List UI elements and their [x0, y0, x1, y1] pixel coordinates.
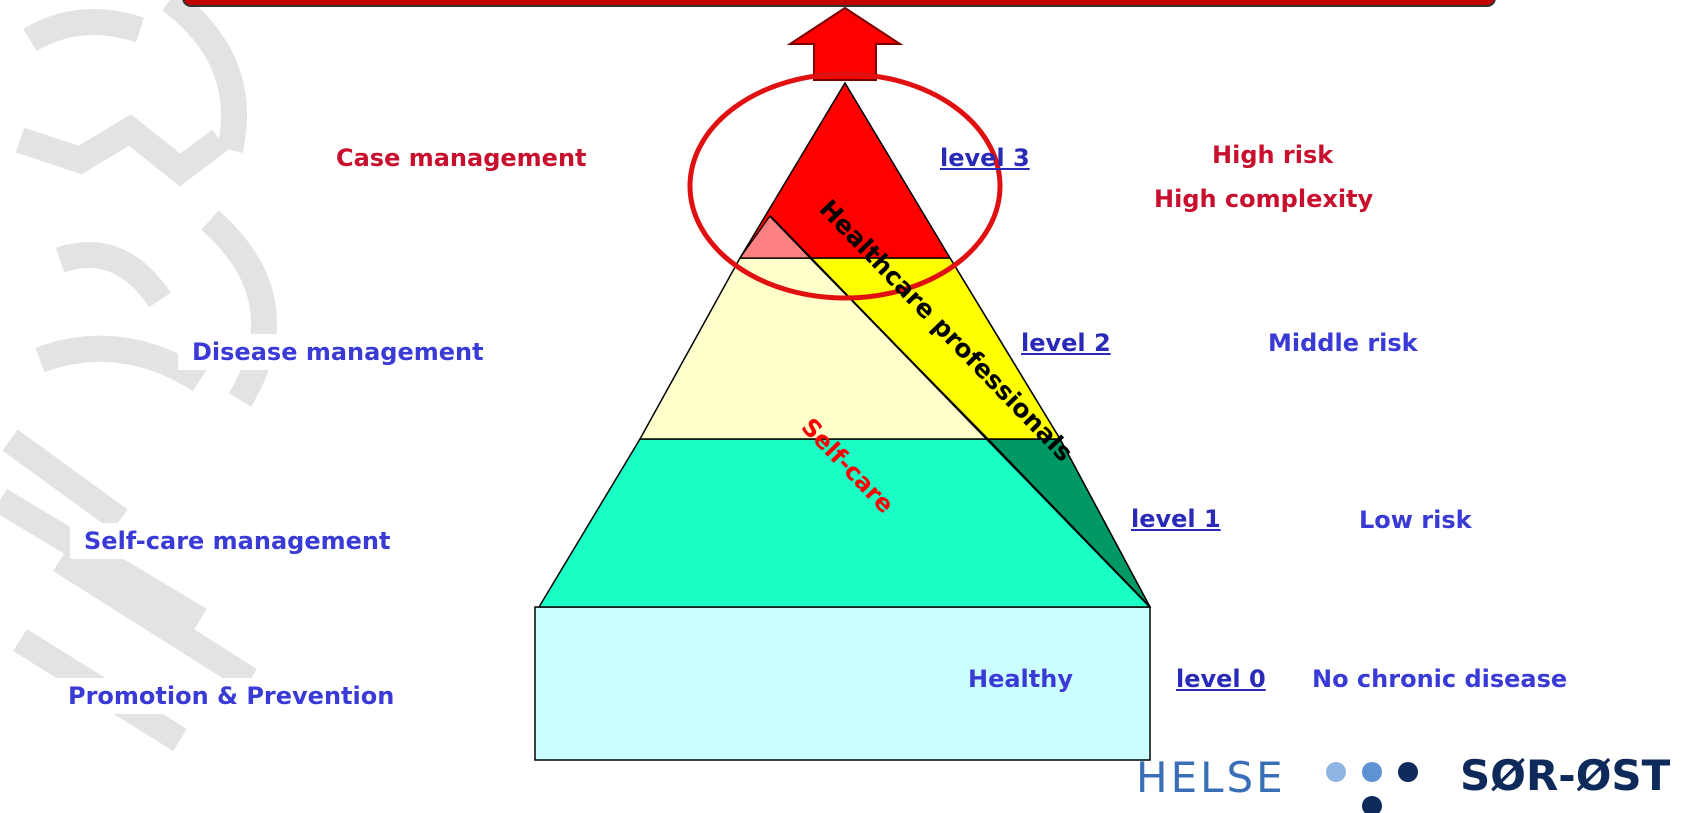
logo-sor-ost-text: SØR-ØST [1460, 751, 1671, 800]
level-3-link[interactable]: level 3 [940, 144, 1030, 172]
strategy-promotion-prevention: Promotion & Prevention [54, 678, 409, 714]
focus-circle [687, 71, 1003, 301]
level-3-block [738, 81, 952, 259]
healthy-label: Healthy [968, 665, 1073, 693]
risk-middle: Middle risk [1268, 329, 1418, 357]
up-arrow [786, 6, 904, 81]
strategy-self-care-management: Self-care management [70, 523, 405, 559]
level-0-link[interactable]: level 0 [1176, 665, 1266, 693]
strategy-case-management: Case management [336, 144, 587, 172]
logo-helse-text: HELSE [1136, 753, 1286, 802]
risk-high-complexity: High complexity [1154, 185, 1374, 213]
strategy-disease-management: Disease management [178, 334, 498, 370]
level-0-block [534, 606, 1151, 761]
level-1-link[interactable]: level 1 [1131, 505, 1221, 533]
level-2-link[interactable]: level 2 [1021, 329, 1111, 357]
divider-line [769, 215, 1151, 608]
top-banner [182, 0, 1496, 7]
risk-low: Low risk [1359, 506, 1472, 534]
risk-none: No chronic disease [1312, 665, 1568, 693]
risk-high: High risk [1212, 141, 1334, 169]
